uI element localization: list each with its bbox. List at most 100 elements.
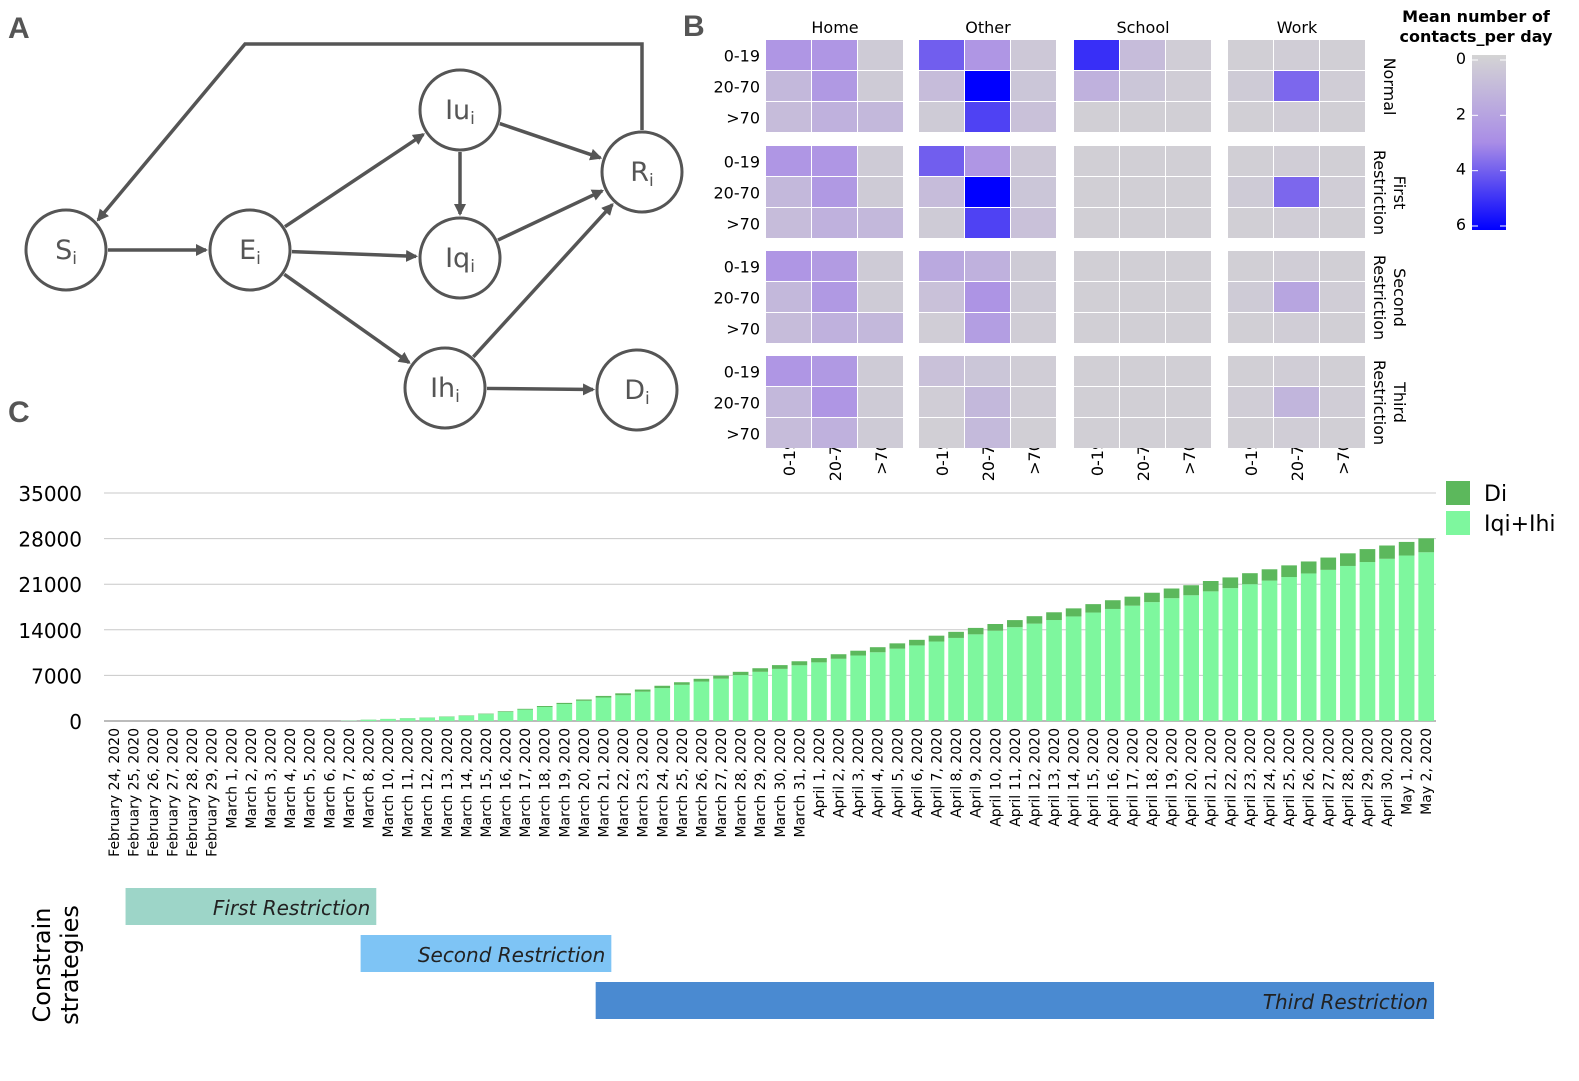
heatmap-cell <box>965 251 1010 281</box>
bar-iqi-ihi <box>1144 602 1160 721</box>
bar-iqi-ihi <box>1398 555 1415 721</box>
heatmap-cell <box>1320 40 1365 70</box>
heatmap-cell <box>1228 356 1273 386</box>
heatmap-cell <box>1166 71 1211 101</box>
y-tick-label: 35000 <box>18 482 82 506</box>
heatmap-cell <box>1228 313 1273 343</box>
node-circle-iu <box>418 68 502 152</box>
heatmap-cell <box>1074 356 1119 386</box>
heatmap-cell <box>919 251 964 281</box>
node-circle-r <box>600 130 684 214</box>
heatmap-ytick: 0-19 <box>724 363 760 382</box>
heatmap-cell <box>1120 102 1165 132</box>
bar-di <box>1104 600 1121 609</box>
x-tick-label: April 2, 2020 <box>832 728 848 818</box>
heatmap-cell <box>812 282 857 312</box>
bar-di <box>1261 569 1278 581</box>
heatmap-cell <box>858 251 903 281</box>
heatmap-cell <box>1011 71 1056 101</box>
heatmap-cell <box>1120 282 1165 312</box>
node-label-d: Di <box>624 375 650 409</box>
heatmap-ytick: >70 <box>726 320 760 339</box>
heatmap-cell <box>766 177 811 207</box>
heatmap-cell <box>1011 356 1056 386</box>
heatmap-cell <box>812 418 857 448</box>
x-tick-label: February 24, 2020 <box>107 728 123 857</box>
x-tick-label: April 5, 2020 <box>890 728 906 818</box>
node-d: Di <box>595 348 679 432</box>
heatmap-cell <box>1228 387 1273 417</box>
heatmap-cell <box>1011 208 1056 238</box>
bar-iqi-ihi <box>399 718 416 721</box>
heatmap-cell <box>766 418 811 448</box>
heatmap-cell <box>1166 177 1211 207</box>
heatmap-row-label-first-restriction: First <box>1390 176 1409 210</box>
bar-di <box>615 693 631 696</box>
heatmap-cell <box>812 71 857 101</box>
x-tick-label: March 25, 2020 <box>675 728 691 837</box>
bar-di <box>1144 592 1160 603</box>
bar-iqi-ihi <box>987 630 1004 721</box>
heatmap-cell <box>766 251 811 281</box>
heatmap-cell <box>858 102 903 132</box>
node-circle-d <box>595 348 679 432</box>
heatmap-cell <box>812 146 857 176</box>
heatmap-ytick: 0-19 <box>724 153 760 172</box>
bar-iqi-ihi <box>948 637 964 721</box>
heatmap-col-home: Home <box>811 18 858 37</box>
x-tick-label: March 27, 2020 <box>714 728 730 837</box>
bar-iqi-ihi <box>1163 598 1180 721</box>
bar-iqi-ihi <box>497 711 514 721</box>
heatmap-cell <box>1074 71 1119 101</box>
colorbar-title-line-2: contacts_per day <box>1400 27 1553 46</box>
heatmap-cell <box>1320 177 1365 207</box>
colorbar-title-line-1: Mean number of <box>1402 7 1551 26</box>
heatmap-cell <box>1320 208 1365 238</box>
heatmap-cell <box>1011 146 1056 176</box>
node-circle-s <box>24 208 108 292</box>
x-tick-label: March 30, 2020 <box>773 728 789 837</box>
bar-di <box>811 658 827 663</box>
heatmap-cell <box>965 146 1010 176</box>
heatmap-ytick: 20-70 <box>714 394 761 413</box>
bar-iqi-ihi <box>909 645 925 721</box>
bar-iqi-ihi <box>380 719 396 721</box>
heatmap-cell <box>812 208 857 238</box>
bar-iqi-ihi <box>928 641 945 721</box>
heatmap-cell <box>1320 146 1365 176</box>
heatmap-cell <box>1011 102 1056 132</box>
heatmap-cell <box>1274 387 1319 417</box>
heatmap-row-label-first-restriction: Restriction <box>1370 150 1389 235</box>
heatmap-cell <box>965 387 1010 417</box>
bar-iqi-ihi <box>1261 580 1278 721</box>
bar-di <box>1300 561 1317 574</box>
x-tick-label: April 4, 2020 <box>871 728 887 818</box>
heatmap-cell <box>1166 102 1211 132</box>
bar-iqi-ihi <box>438 716 455 721</box>
x-tick-label: March 3, 2020 <box>264 728 280 829</box>
panel-letter-a: A <box>8 12 30 45</box>
heatmap-cell <box>1166 387 1211 417</box>
heatmap-cell <box>1120 356 1165 386</box>
x-tick-label: March 31, 2020 <box>792 728 808 837</box>
bar-di <box>654 685 671 689</box>
heatmap-xtick: 0-19 <box>1242 440 1261 476</box>
x-tick-label: April 1, 2020 <box>812 728 828 818</box>
bar-di <box>556 702 573 705</box>
heatmap-cell <box>858 313 903 343</box>
bar-iqi-ihi <box>1026 623 1043 721</box>
x-tick-label: April 8, 2020 <box>949 728 965 818</box>
heatmap-cell <box>766 102 811 132</box>
heatmap-ytick: >70 <box>726 109 760 128</box>
heatmap-xtick: 0-19 <box>1088 440 1107 476</box>
x-tick-label: March 22, 2020 <box>616 728 632 837</box>
x-tick-label: March 21, 2020 <box>597 728 613 837</box>
heatmap-cell <box>1228 418 1273 448</box>
heatmap-cell <box>919 387 964 417</box>
heatmap-ytick: >70 <box>726 425 760 444</box>
bar-di <box>732 671 749 676</box>
x-tick-label: May 2, 2020 <box>1419 728 1435 815</box>
bar-iqi-ihi <box>752 671 769 721</box>
